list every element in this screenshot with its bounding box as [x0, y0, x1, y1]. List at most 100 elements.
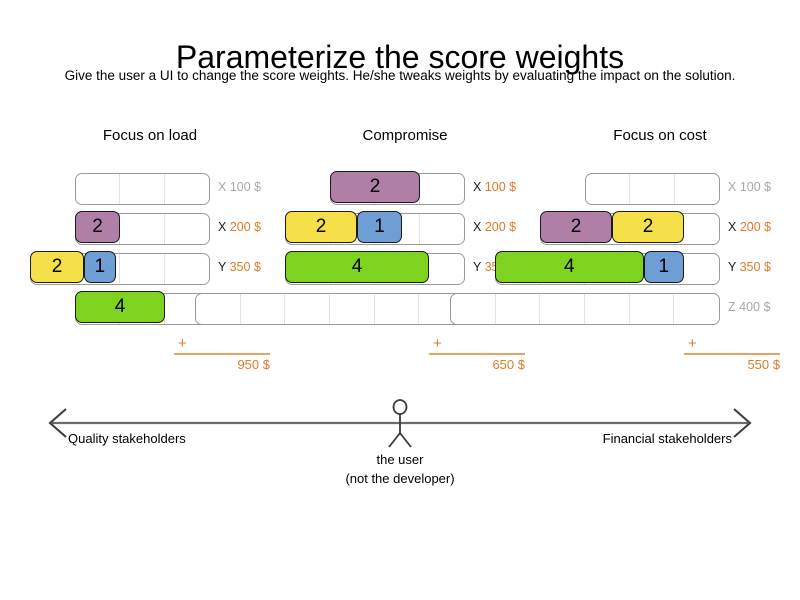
user-caption-line-2: (not the developer): [345, 471, 455, 486]
slider-slot[interactable]: [586, 174, 631, 204]
axis-arrow-svg: [48, 399, 752, 448]
weight-row-cost: 200 $: [484, 220, 517, 234]
weight-row-cost: 200 $: [739, 220, 772, 234]
slider-slot[interactable]: [675, 174, 719, 204]
weight-row-key: X: [218, 220, 227, 234]
weight-chip-green[interactable]: 4: [285, 251, 429, 283]
weight-row: 4Y 350 $: [275, 249, 535, 289]
weight-chip-value: 4: [351, 256, 363, 277]
axis-label-financial-stakeholders: Financial stakeholders: [602, 431, 732, 446]
sum-total-value: 550 $: [747, 357, 780, 372]
weight-row-cost: 100 $: [229, 180, 262, 194]
weight-row-key: X: [473, 220, 482, 234]
weight-row: X 100 $: [20, 169, 280, 209]
weight-chip-value: 2: [369, 176, 381, 197]
weight-chip-yellow[interactable]: 2: [285, 211, 357, 243]
slider-slot[interactable]: [375, 214, 420, 244]
weight-slider-track[interactable]: [450, 293, 720, 325]
slider-slot[interactable]: [120, 214, 165, 244]
sum-plus-sign: +: [433, 335, 442, 352]
weight-chip-value: 2: [315, 216, 327, 237]
sum-rule: [684, 353, 780, 355]
slider-slot[interactable]: [420, 214, 464, 244]
weight-chip-yellow[interactable]: 2: [30, 251, 84, 283]
weight-chip-value: 1: [374, 216, 385, 237]
weight-chip-blue[interactable]: 1: [357, 211, 402, 243]
weight-row: Z 400 $: [450, 289, 790, 329]
weight-chip-value: 2: [642, 216, 654, 237]
weight-slider-track[interactable]: [585, 173, 720, 205]
weight-row-key: Z: [728, 300, 736, 314]
weight-slider-track[interactable]: [195, 293, 465, 325]
weight-chip-blue[interactable]: 1: [643, 251, 684, 283]
weight-row-cost: 350 $: [739, 260, 771, 274]
slider-slot[interactable]: [165, 254, 209, 284]
weight-row-label: Z 400 $: [728, 300, 770, 314]
slider-slot[interactable]: [674, 294, 719, 324]
scenario-total: +950 $: [150, 336, 270, 372]
weight-chip-value: 4: [563, 256, 575, 277]
weight-row-label: X 200 $: [473, 220, 516, 234]
weight-chip-purple[interactable]: 2: [540, 211, 612, 243]
page-title: Parameterize the score weights: [175, 39, 625, 76]
weight-row: 2 X 200 $: [20, 209, 280, 249]
slider-slot[interactable]: [165, 174, 209, 204]
weight-chip-yellow[interactable]: 2: [612, 211, 684, 243]
weight-row-key: X: [218, 180, 227, 194]
scenario-title: Compromise: [362, 127, 448, 144]
weight-row-label: Y 350 $: [728, 260, 771, 274]
slider-slot[interactable]: [120, 254, 165, 284]
weight-row-label: X 200 $: [218, 220, 261, 234]
weight-row: 2 1 X 200 $: [275, 209, 535, 249]
weight-slider-track[interactable]: [75, 173, 210, 205]
slider-slot[interactable]: [241, 294, 286, 324]
weight-row-cost: 200 $: [229, 220, 262, 234]
weight-chip-purple[interactable]: 2: [330, 171, 420, 203]
scenario-title: Focus on load: [102, 127, 198, 144]
slider-slot[interactable]: [540, 294, 586, 324]
slider-slot[interactable]: [330, 294, 375, 324]
weight-row: 4 1 Y 350 $: [495, 249, 790, 289]
weight-chip-value: 2: [51, 256, 63, 277]
slider-slot[interactable]: [375, 294, 420, 324]
sum-rule: [429, 353, 525, 355]
user-caption: the user (not the developer): [300, 450, 500, 488]
slider-slot[interactable]: [76, 174, 121, 204]
slider-slot[interactable]: [285, 294, 331, 324]
slider-slot[interactable]: [630, 174, 675, 204]
weight-row-cost: 100 $: [484, 180, 517, 194]
weight-row-cost: 100 $: [739, 180, 772, 194]
slider-slot[interactable]: [120, 174, 165, 204]
weight-row-cost: 350 $: [229, 260, 261, 274]
user-caption-line-1: the user: [376, 452, 424, 467]
sum-plus-sign: +: [688, 335, 697, 352]
slider-slot[interactable]: [630, 294, 675, 324]
weight-chip-value: 2: [570, 216, 582, 237]
slider-slot[interactable]: [585, 294, 630, 324]
weight-chip-value: 2: [92, 216, 103, 237]
scenario-total: +650 $: [405, 335, 525, 372]
weight-chip-value: 1: [658, 256, 670, 277]
slider-slot[interactable]: [196, 294, 241, 324]
weight-row: 2 2 X 200 $: [530, 209, 790, 249]
slider-slot[interactable]: [420, 174, 464, 204]
weight-chip-green[interactable]: 4: [75, 291, 165, 323]
slider-slot[interactable]: [451, 294, 496, 324]
weight-row-label: X 200 $: [728, 220, 771, 234]
weight-row-cost: 400 $: [739, 300, 771, 314]
scenario-title: Focus on cost: [613, 127, 707, 144]
weight-rows: X 100 $ 2 2 X 200 $ 4 1 Y 350 $ Z 400 $: [450, 169, 790, 329]
weight-chip-blue[interactable]: 1: [84, 251, 116, 283]
weight-chip-value: 4: [114, 296, 126, 317]
weight-chip-purple[interactable]: 2: [75, 211, 120, 243]
stakeholder-axis-area: Quality stakeholders Financial stakehold…: [0, 395, 800, 505]
slider-slot[interactable]: [496, 294, 541, 324]
weight-chip-value: 1: [94, 256, 106, 277]
weight-chip-green[interactable]: 4: [495, 251, 644, 283]
slider-slot[interactable]: [165, 214, 209, 244]
weight-row-label: X 100 $: [728, 180, 771, 194]
weight-row-key: Y: [218, 260, 227, 274]
slider-slot[interactable]: [76, 254, 120, 284]
weight-rows: X 100 $2X 200 $21Y 350 $4Z 400 $: [20, 169, 280, 329]
